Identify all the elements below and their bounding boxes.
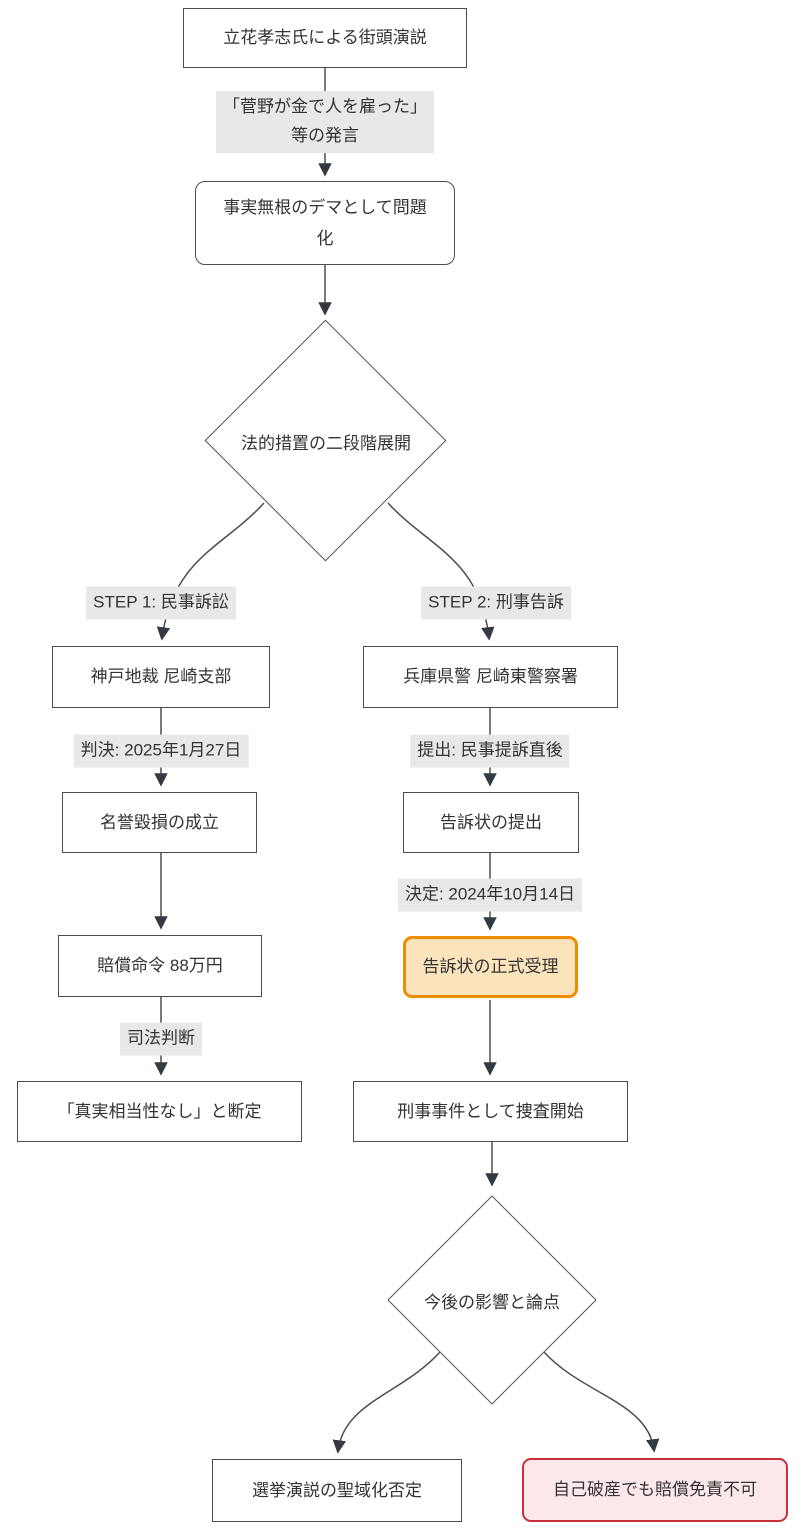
edge-label-judgment-date: 判決: 2025年1月27日 xyxy=(73,734,249,768)
edge-decision2-to-bankruptcy xyxy=(543,1351,660,1453)
node-speech-sanctity-denied: 選挙演説の聖域化否定 xyxy=(212,1459,462,1522)
node-dema-problem: 事実無根のデマとして問題 化 xyxy=(195,181,455,265)
diamond-legal-steps-label: 法的措置の二段階展開 xyxy=(241,433,411,453)
edge-label-statement: 「菅野が金で人を雇った」 等の発言 xyxy=(216,91,434,153)
node-truth-ruling: 「真実相当性なし」と断定 xyxy=(17,1081,302,1142)
node-hyogo-police: 兵庫県警 尼崎東警察署 xyxy=(363,646,618,708)
edge-label-step1: STEP 1: 民事訴訟 xyxy=(86,586,236,620)
edge-decision2-to-sanctity xyxy=(332,1351,441,1454)
diamond-future-issues-label: 今後の影響と論点 xyxy=(424,1292,560,1312)
node-criminal-investigation: 刑事事件として捜査開始 xyxy=(353,1081,628,1142)
node-street-speech: 立花孝志氏による街頭演説 xyxy=(183,8,467,68)
edge-label-decision-date: 決定: 2024年10月14日 xyxy=(397,878,583,912)
edge-label-step2: STEP 2: 刑事告訴 xyxy=(421,586,571,620)
node-complaint-filed: 告訴状の提出 xyxy=(403,792,579,853)
node-kobe-court: 神戸地裁 尼崎支部 xyxy=(52,646,270,708)
node-compensation-order: 賠償命令 88万円 xyxy=(58,935,262,997)
edge-label-filed-timing: 提出: 民事提訴直後 xyxy=(410,734,570,768)
node-bankruptcy-no-exemption: 自己破産でも賠償免責不可 xyxy=(522,1458,788,1522)
edge-label-judicial: 司法判断 xyxy=(120,1022,202,1056)
node-complaint-accepted: 告訴状の正式受理 xyxy=(403,936,578,998)
node-defamation-established: 名誉毀損の成立 xyxy=(62,792,257,853)
